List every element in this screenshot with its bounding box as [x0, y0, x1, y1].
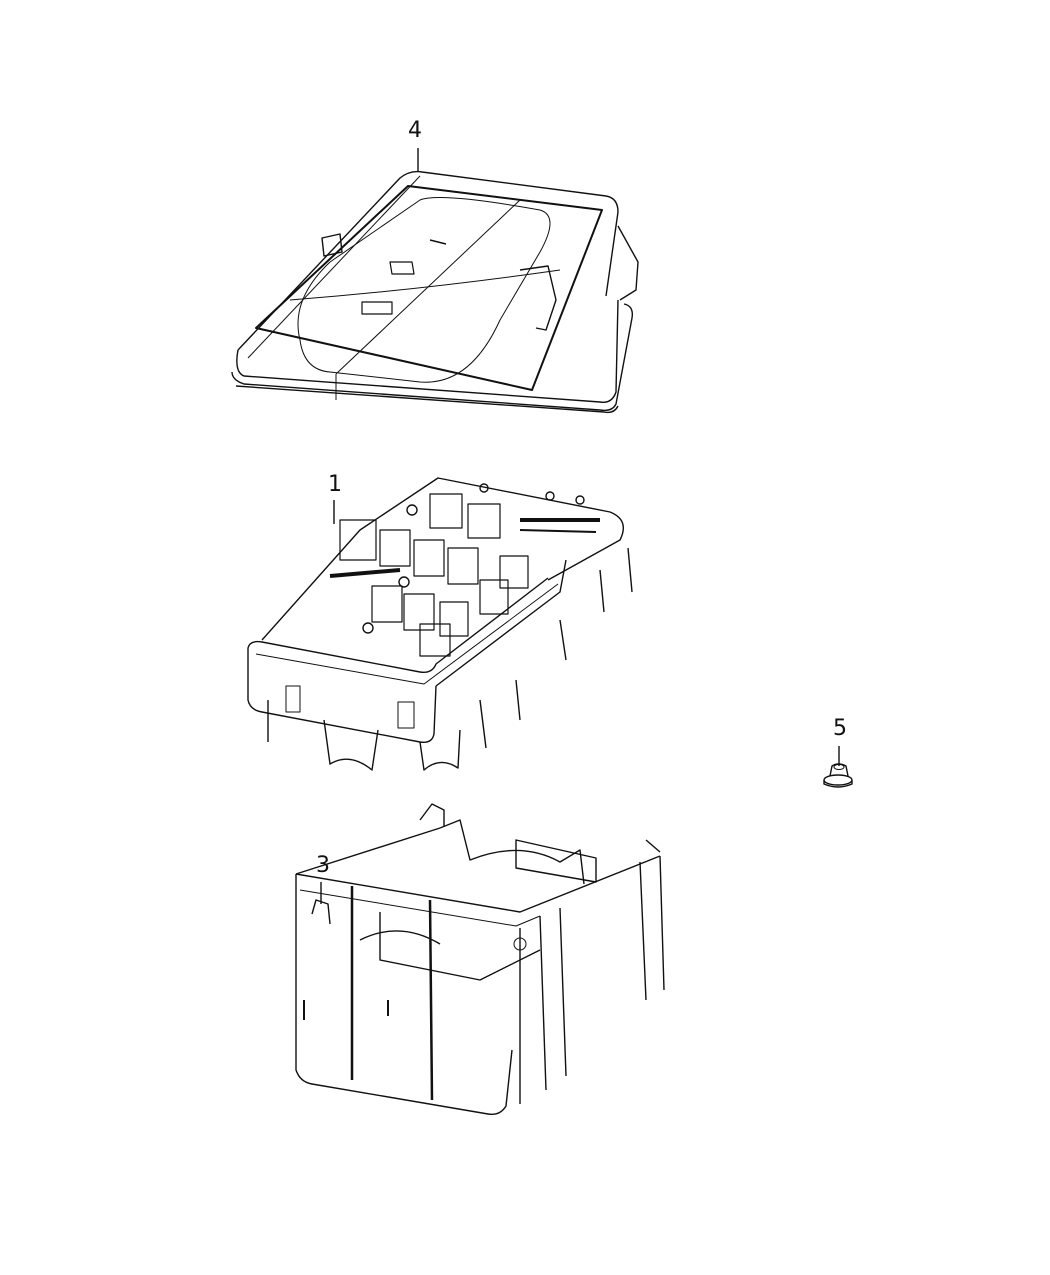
nut-part — [823, 746, 853, 788]
bracket-tray-part — [295, 803, 665, 1116]
callout-label-4: 4 — [408, 118, 422, 143]
callout-label-3: 3 — [316, 853, 330, 878]
callout-label-5: 5 — [833, 716, 847, 741]
cover-part — [231, 148, 639, 414]
power-distribution-center-part — [247, 477, 633, 771]
callout-label-1: 1 — [328, 472, 342, 497]
